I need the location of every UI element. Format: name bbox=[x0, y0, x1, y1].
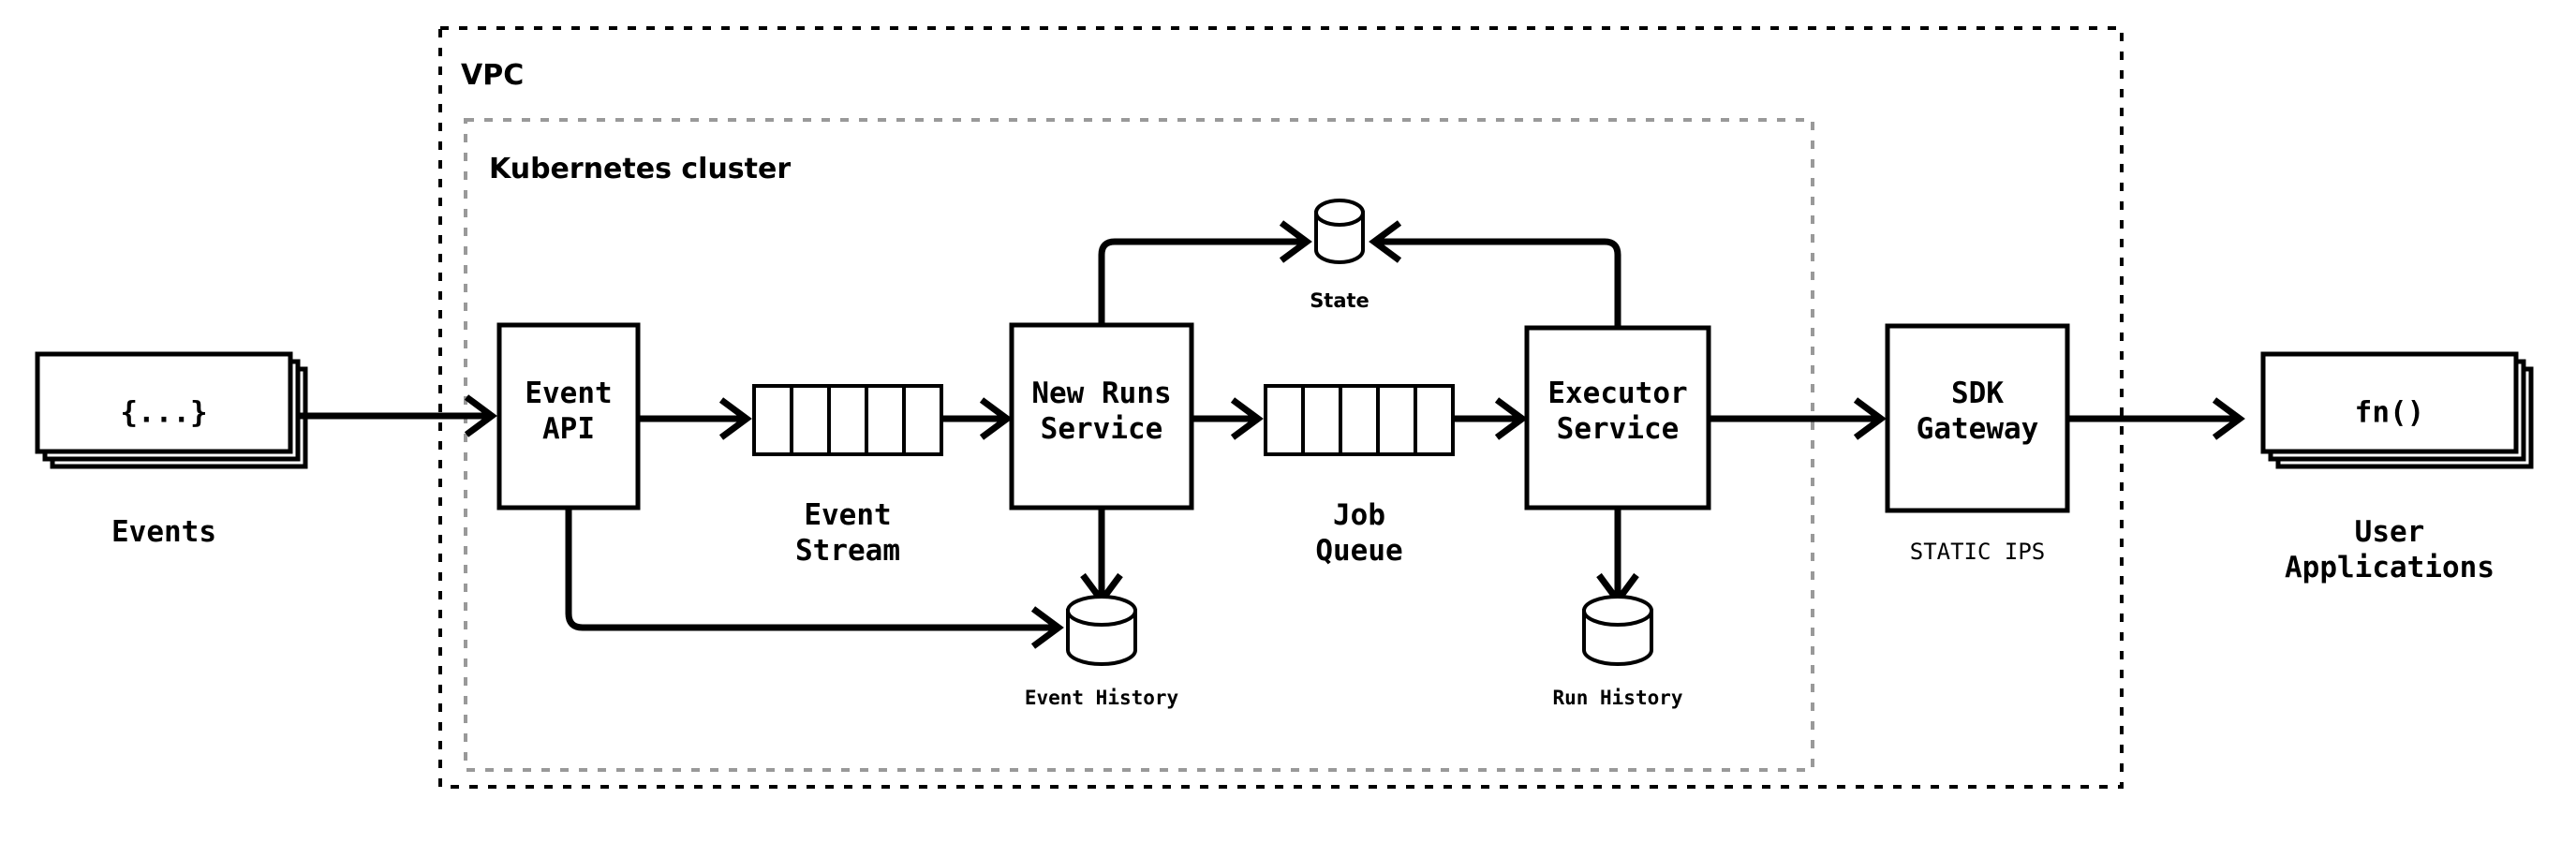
event-history-caption: Event History bbox=[1025, 687, 1179, 709]
node-sdk-gateway: SDK Gateway STATIC IPS bbox=[1885, 323, 2070, 565]
state-caption: State bbox=[1310, 289, 1369, 312]
edge-job-queue-to-executor bbox=[1453, 397, 1528, 440]
events-body-label: {...} bbox=[120, 396, 207, 430]
event-api-label-line1: Event bbox=[525, 377, 612, 410]
edge-executor-to-state bbox=[1369, 220, 1621, 328]
job-queue-caption-line2: Queue bbox=[1315, 534, 1402, 568]
user-apps-body-label: fn() bbox=[2355, 396, 2425, 430]
edge-event-api-to-event-history bbox=[565, 508, 1064, 649]
node-run-history: Run History bbox=[1552, 595, 1683, 709]
sdk-gateway-box bbox=[1885, 323, 2070, 513]
zone-kubernetes-label: Kubernetes cluster bbox=[489, 153, 791, 185]
event-stream-queue-box bbox=[752, 384, 943, 456]
user-apps-caption-line1: User bbox=[2355, 515, 2425, 549]
node-state: State bbox=[1310, 199, 1369, 312]
zone-vpc-border bbox=[438, 26, 2124, 789]
job-queue-caption-line1: Job bbox=[1333, 498, 1385, 532]
user-apps-caption-line2: Applications bbox=[2285, 551, 2495, 584]
node-events: {...} Events bbox=[35, 351, 308, 549]
sdk-gateway-label-line1: SDK bbox=[1951, 377, 2004, 410]
executor-label-line2: Service bbox=[1557, 412, 1680, 446]
edge-events-to-event-api bbox=[298, 394, 497, 437]
events-caption: Events bbox=[111, 515, 216, 549]
node-event-stream: Event Stream bbox=[752, 384, 943, 568]
event-api-box bbox=[496, 322, 641, 510]
edge-new-runs-to-state bbox=[1098, 220, 1312, 325]
node-executor-service: Executor Service bbox=[1524, 325, 1711, 510]
node-user-applications: fn() User Applications bbox=[2260, 351, 2534, 584]
edge-new-runs-to-event-history bbox=[1080, 508, 1123, 606]
event-api-label-line2: API bbox=[542, 412, 595, 446]
executor-service-box bbox=[1524, 325, 1711, 510]
new-runs-label-line1: New Runs bbox=[1031, 377, 1171, 410]
zone-kubernetes-border bbox=[464, 118, 1814, 772]
state-cylinder-top bbox=[1314, 199, 1365, 227]
events-stack-layer-1 bbox=[35, 351, 293, 454]
new-runs-label-line2: Service bbox=[1041, 412, 1163, 446]
executor-label-line1: Executor bbox=[1547, 377, 1687, 410]
edge-executor-to-sdk-gateway bbox=[1709, 397, 1887, 440]
sdk-gateway-static-ips-caption: STATIC IPS bbox=[1910, 539, 2046, 565]
run-history-caption: Run History bbox=[1552, 687, 1682, 709]
user-apps-stack-layer-1 bbox=[2260, 351, 2519, 454]
edge-executor-to-run-history bbox=[1596, 508, 1639, 606]
event-history-cylinder-top bbox=[1066, 595, 1137, 627]
node-event-history: Event History bbox=[1025, 595, 1179, 709]
edge-event-stream-to-new-runs bbox=[941, 397, 1013, 440]
node-new-runs-service: New Runs Service bbox=[1009, 322, 1194, 510]
sdk-gateway-label-line2: Gateway bbox=[1917, 412, 2039, 446]
event-stream-caption-line1: Event bbox=[804, 498, 891, 532]
job-queue-box bbox=[1264, 384, 1455, 456]
edge-new-runs-to-job-queue bbox=[1192, 397, 1264, 440]
edge-sdk-gateway-to-user-apps bbox=[2067, 397, 2245, 440]
edge-event-api-to-event-stream bbox=[638, 397, 752, 440]
node-event-api: Event API bbox=[496, 322, 641, 510]
run-history-cylinder-top bbox=[1582, 595, 1653, 627]
event-stream-caption-line2: Stream bbox=[795, 534, 900, 568]
zone-vpc-label: VPC bbox=[461, 59, 524, 92]
node-job-queue: Job Queue bbox=[1264, 384, 1455, 568]
